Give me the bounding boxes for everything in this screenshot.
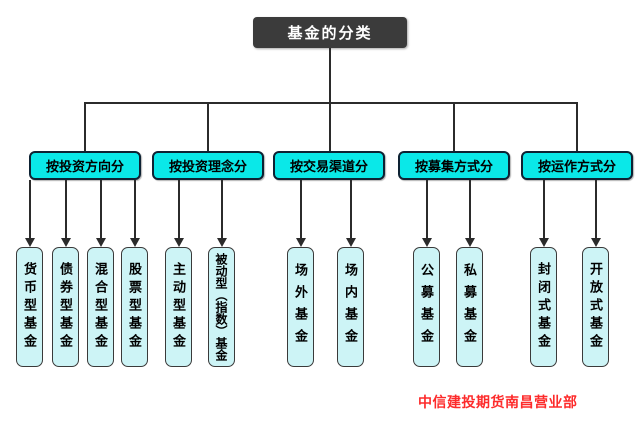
arrow-line	[595, 180, 597, 239]
arrow-down-icon	[25, 238, 35, 247]
arrow-line	[543, 180, 545, 239]
arrow-down-icon	[539, 238, 549, 247]
arrow-down-icon	[591, 238, 601, 247]
arrow-down-icon	[346, 238, 356, 247]
category-node-investment-direction: 按投资方向分	[29, 151, 141, 180]
arrow-line	[469, 180, 471, 239]
arrow-down-icon	[296, 238, 306, 247]
category-label: 按募集方式分	[414, 159, 493, 174]
arrow-line	[178, 180, 180, 239]
arrow-line	[29, 180, 31, 239]
arrow-line	[300, 180, 302, 239]
leaf-node-otc-fund: 场外基金	[287, 247, 314, 367]
branding-text: 中信建投期货南昌营业部	[418, 394, 578, 410]
connector-drop	[207, 103, 209, 151]
leaf-node-passive-index-fund: 被动型（指数）基金	[208, 247, 235, 367]
arrow-down-icon	[217, 238, 227, 247]
connector-drop	[329, 103, 331, 151]
connector-drop	[576, 103, 578, 151]
connector-drop	[84, 103, 86, 151]
leaf-node-bond-fund: 债券型基金	[52, 247, 79, 367]
leaf-node-public-fund: 公募基金	[413, 247, 440, 367]
connector-trunk	[329, 48, 331, 103]
arrow-down-icon	[130, 238, 140, 247]
leaf-node-closed-end-fund: 封闭式基金	[530, 247, 557, 367]
category-label: 按运作方式分	[537, 159, 616, 174]
root-node: 基金的分类	[253, 17, 407, 48]
connector-drop	[453, 103, 455, 151]
arrow-line	[65, 180, 67, 239]
leaf-node-stock-fund: 股票型基金	[121, 247, 148, 367]
arrow-down-icon	[465, 238, 475, 247]
connector-horizontal	[84, 102, 578, 104]
arrow-down-icon	[61, 238, 71, 247]
arrow-line	[426, 180, 428, 239]
category-node-trading-channel: 按交易渠道分	[273, 151, 385, 180]
arrow-down-icon	[96, 238, 106, 247]
category-label: 按投资理念分	[168, 159, 247, 174]
leaf-node-open-end-fund: 开放式基金	[582, 247, 609, 367]
category-label: 按投资方向分	[45, 159, 124, 174]
category-node-investment-philosophy: 按投资理念分	[152, 151, 264, 180]
arrow-down-icon	[422, 238, 432, 247]
leaf-node-money-fund: 货币型基金	[16, 247, 43, 367]
leaf-node-private-fund: 私募基金	[456, 247, 483, 367]
category-node-fundraising-method: 按募集方式分	[398, 151, 510, 180]
category-node-operation-method: 按运作方式分	[521, 151, 633, 180]
arrow-line	[134, 180, 136, 239]
leaf-node-hybrid-fund: 混合型基金	[87, 247, 114, 367]
root-node-label: 基金的分类	[287, 25, 373, 42]
arrow-line	[350, 180, 352, 239]
arrow-line	[100, 180, 102, 239]
leaf-node-active-fund: 主动型基金	[165, 247, 192, 367]
arrow-down-icon	[174, 238, 184, 247]
arrow-line	[221, 180, 223, 239]
leaf-node-exchange-fund: 场内基金	[337, 247, 364, 367]
category-label: 按交易渠道分	[289, 159, 368, 174]
